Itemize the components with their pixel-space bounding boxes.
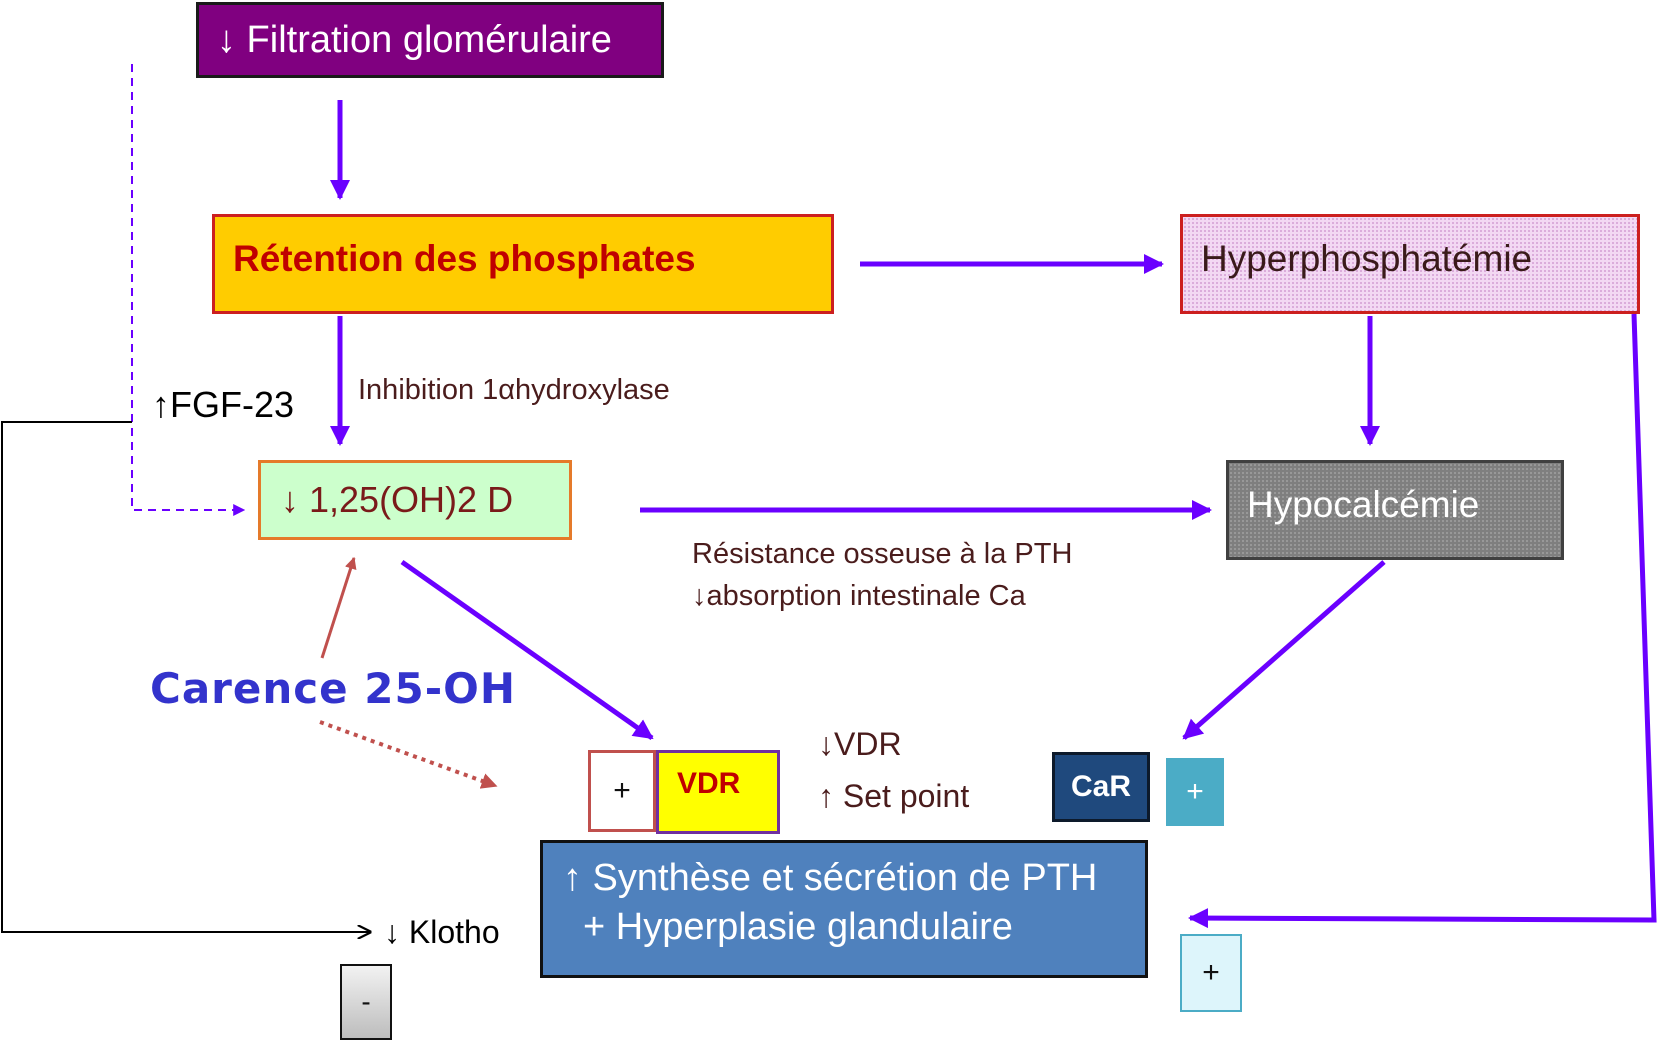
hyperphosphatemie-box: Hyperphosphatémie (1180, 214, 1640, 314)
arrow-fgf23-to-klotho (1, 421, 370, 932)
vitamin-d-box: ↓ 1,25(OH)2 D (258, 460, 572, 540)
pth-line2: + Hyperplasie glandulaire (583, 906, 1013, 948)
hypocalcemie-box: Hypocalcémie (1226, 460, 1564, 560)
retention-label: Rétention des phosphates (233, 238, 696, 279)
set-point-label: ↑ Set point (818, 778, 970, 814)
vdr-down-label: ↓VDR (818, 726, 902, 762)
vdr-label: VDR (677, 767, 741, 800)
vitamin-d-label: ↓ 1,25(OH)2 D (281, 479, 514, 520)
car-box: CaR (1052, 752, 1150, 822)
fgf23-label: ↑FGF-23 (152, 384, 295, 425)
arrow-vitd-to-vdr (400, 559, 654, 741)
arrow-carence-to-vitd (320, 556, 357, 659)
filtration-box: ↓ Filtration glomérulaire (196, 2, 664, 78)
retention-box: Rétention des phosphates (212, 214, 834, 314)
filtration-label: ↓ Filtration glomérulaire (217, 18, 612, 61)
car-plus-box: + (1166, 758, 1224, 826)
inhibition-label: Inhibition 1αhydroxylase (358, 374, 670, 406)
arrow-hyperphos-to-pth (1188, 313, 1657, 929)
vdr-plus-box: + (588, 750, 656, 832)
minus-sign: - (361, 986, 371, 1017)
car-plus-sign: + (1186, 775, 1204, 808)
arrow-hypocal-to-car (1182, 560, 1386, 740)
dashed-arrow-fgf23-to-vitd (131, 64, 246, 516)
pth-line1: ↑ Synthèse et sécrétion de PTH (563, 857, 1098, 899)
klotho-label: ↓ Klotho (384, 914, 500, 950)
car-label: CaR (1070, 770, 1131, 803)
bottom-plus-box: + (1180, 934, 1242, 1012)
dotted-arrow-carence-to-vdr (319, 720, 498, 789)
bottom-plus-sign: + (1202, 956, 1220, 989)
minus-box: - (340, 964, 392, 1040)
carence-label: Carence 25-OH (150, 664, 517, 713)
vdr-box: VDR (656, 750, 780, 834)
absorption-label: ↓absorption intestinale Ca (692, 580, 1026, 612)
resistance-label: Résistance osseuse à la PTH (692, 538, 1073, 570)
hypocalcemie-label: Hypocalcémie (1247, 484, 1480, 525)
pth-box: ↑ Synthèse et sécrétion de PTH + Hyperpl… (540, 840, 1148, 978)
hyperphosphatemie-label: Hyperphosphatémie (1201, 238, 1533, 279)
vdr-plus-sign: + (613, 774, 631, 807)
